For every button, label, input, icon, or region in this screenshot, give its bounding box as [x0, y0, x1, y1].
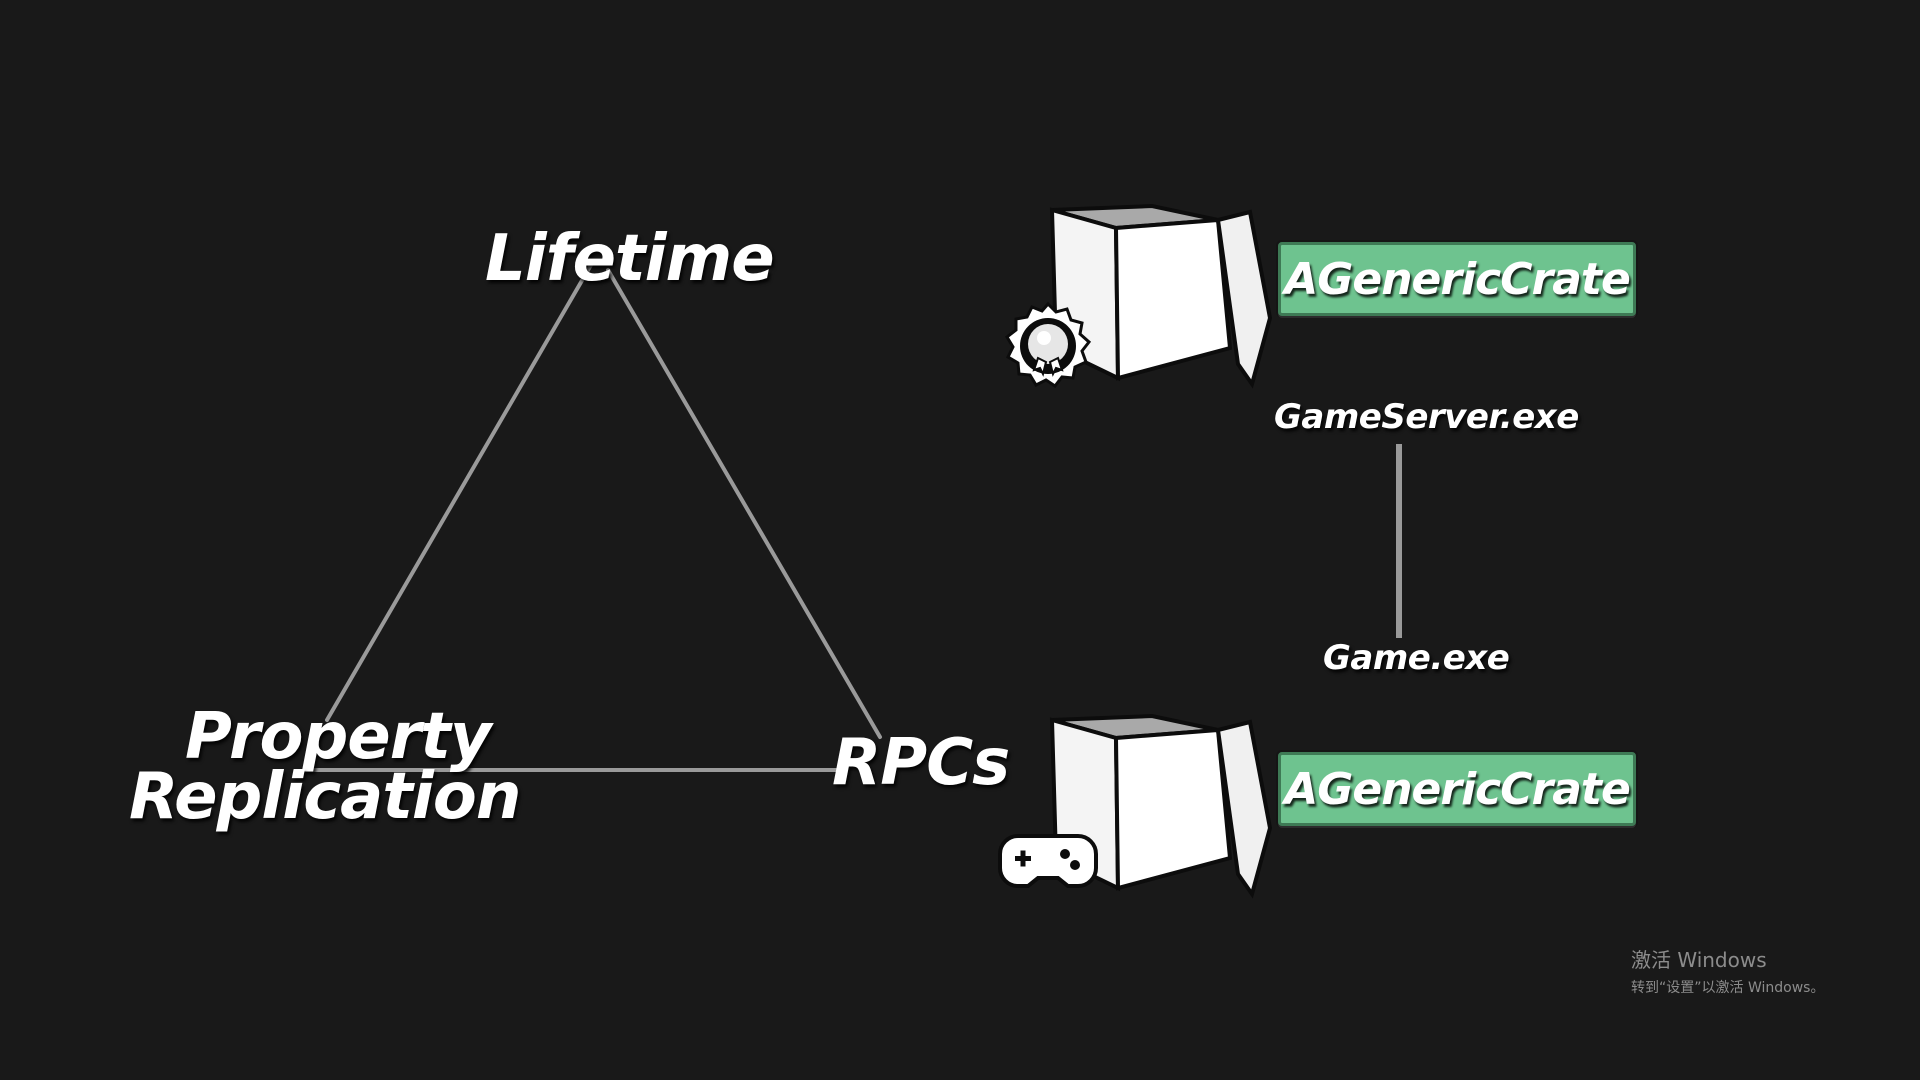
watermark-line1: 激活 Windows — [1631, 948, 1767, 972]
client-crate-label: AGenericCrate — [1278, 752, 1636, 826]
server-crate-label-text: AGenericCrate — [1284, 253, 1631, 305]
server-badge-icon — [1005, 301, 1092, 389]
gamepad-icon — [998, 834, 1098, 888]
triangle-label-replication: Replication — [129, 760, 521, 834]
server-crate-label: AGenericCrate — [1278, 242, 1636, 316]
triangle-label-property: Property — [185, 700, 492, 774]
server-process-label: GameServer.exe — [1274, 397, 1579, 437]
windows-activation-watermark: 激活 Windows 转到“设置”以激活 Windows。 — [1631, 944, 1824, 997]
triangle-edge-left — [325, 263, 593, 722]
watermark-line2: 转到“设置”以激活 Windows。 — [1631, 980, 1825, 996]
triangle-edge-right — [606, 268, 882, 739]
client-process-label: Game.exe — [1323, 638, 1510, 678]
triangle-label-rpcs: RPCs — [832, 726, 1010, 800]
client-crate-label-text: AGenericCrate — [1284, 763, 1631, 815]
triangle-label-lifetime: Lifetime — [485, 222, 775, 296]
